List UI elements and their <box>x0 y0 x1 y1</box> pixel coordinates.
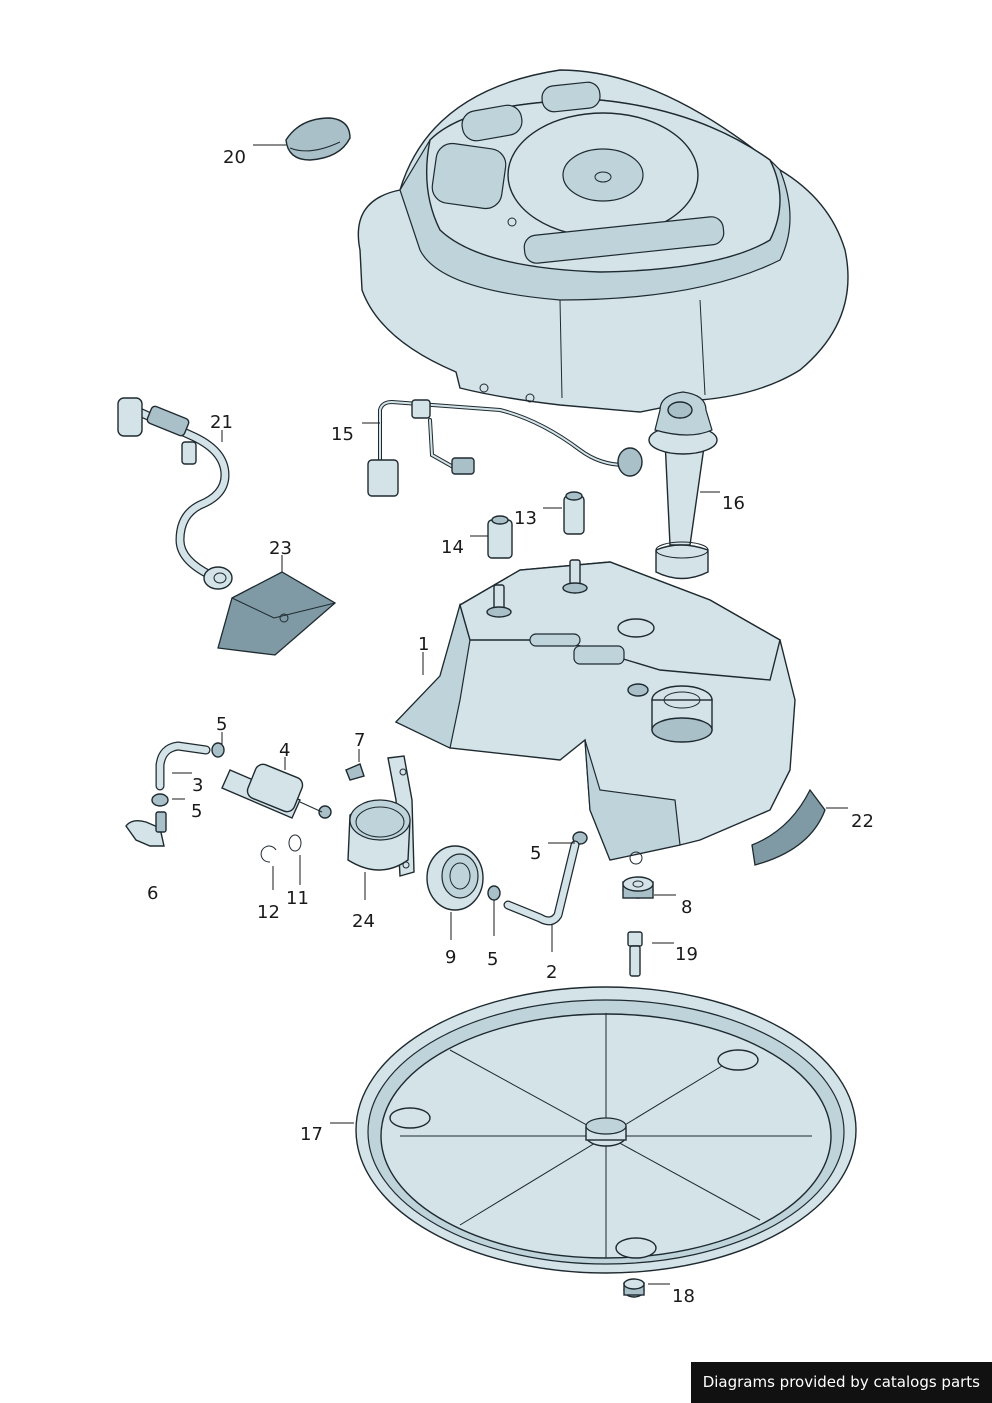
part-18-plug <box>285 117 351 161</box>
callout-14: 14 <box>441 537 464 558</box>
callout-18: 20 <box>223 147 246 168</box>
part-17-lower-tray <box>355 986 857 1274</box>
part-16-filler-neck <box>648 391 718 580</box>
callout-15: 15 <box>331 424 354 445</box>
part-19-nut <box>623 1278 645 1298</box>
part-5-clamp-b <box>151 793 169 807</box>
callout-23: 23 <box>269 538 292 559</box>
part-5-clamp-d <box>487 885 501 901</box>
callout-6: 6 <box>147 883 158 904</box>
callout-5a: 5 <box>216 714 227 735</box>
callout-5c: 5 <box>530 843 541 864</box>
part-23-foam-pad <box>217 571 337 656</box>
callout-5d: 5 <box>487 949 498 970</box>
part-2-hose <box>503 840 580 926</box>
part-20-bolt <box>627 931 643 977</box>
callout-17: 17 <box>300 1124 323 1145</box>
callout-16: 16 <box>722 493 745 514</box>
callout-7: 7 <box>354 730 365 751</box>
callout-2: 2 <box>546 962 557 983</box>
part-22-foam-strip <box>751 788 826 866</box>
callout-12: 12 <box>257 902 280 923</box>
credit-text: Diagrams provided by catalogs parts <box>702 1373 980 1391</box>
callout-21: 21 <box>210 412 233 433</box>
part-7-clip <box>345 763 365 781</box>
part-4-metering-pump <box>221 763 332 819</box>
part-3-hose <box>155 741 211 791</box>
part-5-clamp-a <box>211 742 225 758</box>
callout-24: 24 <box>352 911 375 932</box>
callout-22: 22 <box>851 811 874 832</box>
callout-20: 19 <box>675 944 698 965</box>
callout-3: 3 <box>192 775 203 796</box>
part-6-fitting <box>125 811 167 847</box>
callout-8: 8 <box>681 897 692 918</box>
part-8-nut <box>622 876 654 899</box>
part-12-circlip <box>260 845 277 863</box>
callout-5b: 5 <box>191 801 202 822</box>
part-13-sensor <box>563 491 585 535</box>
part-15-wiring-harness <box>367 399 643 497</box>
callout-9: 9 <box>445 947 456 968</box>
spare-wheel-well-housing <box>357 69 849 413</box>
callout-4: 4 <box>279 740 290 761</box>
callout-labels: 20 21 15 16 13 14 23 1 5 4 7 3 5 22 5 6 … <box>147 147 874 1307</box>
credit-banner: Diagrams provided by catalogs parts <box>690 1362 992 1403</box>
part-1-main-housing <box>394 559 796 865</box>
part-14-sensor <box>487 515 513 559</box>
callout-19: 18 <box>672 1286 695 1307</box>
part-21-fuel-line <box>117 397 233 590</box>
part-9-damper <box>426 845 484 911</box>
part-11-washer <box>288 834 302 852</box>
part-24-bracket <box>347 755 415 877</box>
leader-lines <box>172 144 848 1285</box>
callout-13: 13 <box>514 508 537 529</box>
callout-1: 1 <box>418 634 429 655</box>
callout-11: 11 <box>286 888 309 909</box>
